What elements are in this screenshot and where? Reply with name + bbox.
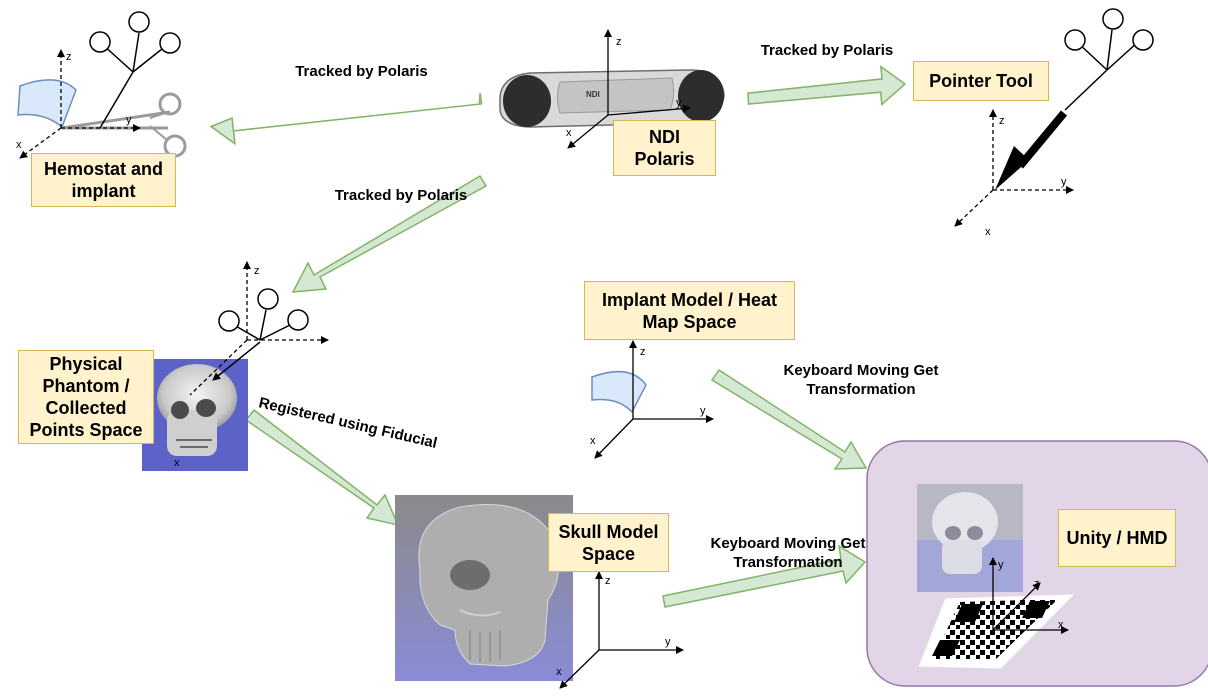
node-unity-hmd: Unity / HMD (1058, 509, 1176, 567)
axis-x-label: x (1058, 619, 1064, 631)
hemostat-tracker (89, 11, 181, 129)
phantom-skull-image (142, 359, 248, 471)
axis-z-label: z (66, 51, 72, 63)
phantom-pointer-line (212, 341, 261, 381)
axis-z-label: z (616, 36, 622, 48)
edge-label-keyboard-top: Keyboard Moving Get Transformation (783, 362, 939, 398)
arrow-implant-to-hmd (710, 368, 868, 470)
axis-y-label: y (998, 559, 1004, 571)
edge-label-keyboard-bottom: Keyboard Moving Get Transformation (710, 535, 866, 571)
pointer-tool-tip (995, 146, 1029, 190)
edge-label-tracked-right: Tracked by Polaris (760, 42, 894, 59)
implant-model-axes (594, 340, 714, 459)
ndi-polaris-device: NDI (499, 69, 725, 128)
arrow-skull-to-hmd (662, 544, 867, 608)
node-hemostat-implant: Hemostat and implant (31, 153, 176, 207)
axis-y-label: y (1061, 176, 1067, 188)
ndi-brand-text: NDI (586, 90, 600, 99)
axis-z-label: z (640, 346, 646, 358)
axis-x-label: x (174, 457, 180, 469)
arrow-polaris-to-pointer (747, 65, 907, 107)
hemostat-image (17, 79, 187, 158)
axis-x-label: x (556, 666, 562, 678)
hemostat-axes (19, 49, 141, 159)
axis-x-label: x (16, 139, 22, 151)
axis-x-label: x (566, 127, 572, 139)
arrow-phantom-to-skull (244, 408, 400, 527)
axis-z-label: z (999, 115, 1005, 127)
axis-x-label: x (590, 435, 596, 447)
axis-y-label: y (665, 636, 671, 648)
pointer-tool-shaft (1016, 110, 1068, 169)
phantom-axes (189, 261, 329, 396)
implant-model-image (591, 370, 647, 414)
polaris-axes (567, 29, 691, 149)
axis-x-label: x (985, 226, 991, 238)
pointer-tool-tracker (1064, 8, 1154, 111)
node-implant-model-space: Implant Model / Heat Map Space (584, 281, 795, 340)
node-pointer-tool: Pointer Tool (913, 61, 1049, 101)
pointer-axes (954, 109, 1074, 227)
node-physical-phantom: Physical Phantom / Collected Points Spac… (18, 350, 154, 444)
node-ndi-polaris: NDI Polaris (613, 120, 716, 176)
axis-y-label: y (676, 97, 682, 109)
phantom-tracker (218, 288, 309, 341)
axis-z-label: z (605, 575, 611, 587)
hmd-axes (989, 557, 1069, 634)
axis-z-label: z (1034, 578, 1040, 590)
axis-y-label: y (126, 114, 132, 126)
edge-label-tracked-left: Tracked by Polaris (295, 63, 428, 80)
skull-model-axes (559, 571, 684, 689)
axis-y-label: y (700, 405, 706, 417)
arrow-polaris-to-hemostat (209, 92, 483, 146)
node-skull-model-space: Skull Model Space (548, 513, 669, 572)
arrow-polaris-to-phantom (291, 174, 488, 293)
edge-label-tracked-down: Tracked by Polaris (334, 187, 468, 204)
axis-letters: z y x z y x z y x z x z y x z y x y z x (16, 36, 1067, 678)
skull-model-image (395, 495, 573, 681)
hmd-skull-image (917, 484, 1023, 592)
axis-z-label: z (254, 265, 260, 277)
